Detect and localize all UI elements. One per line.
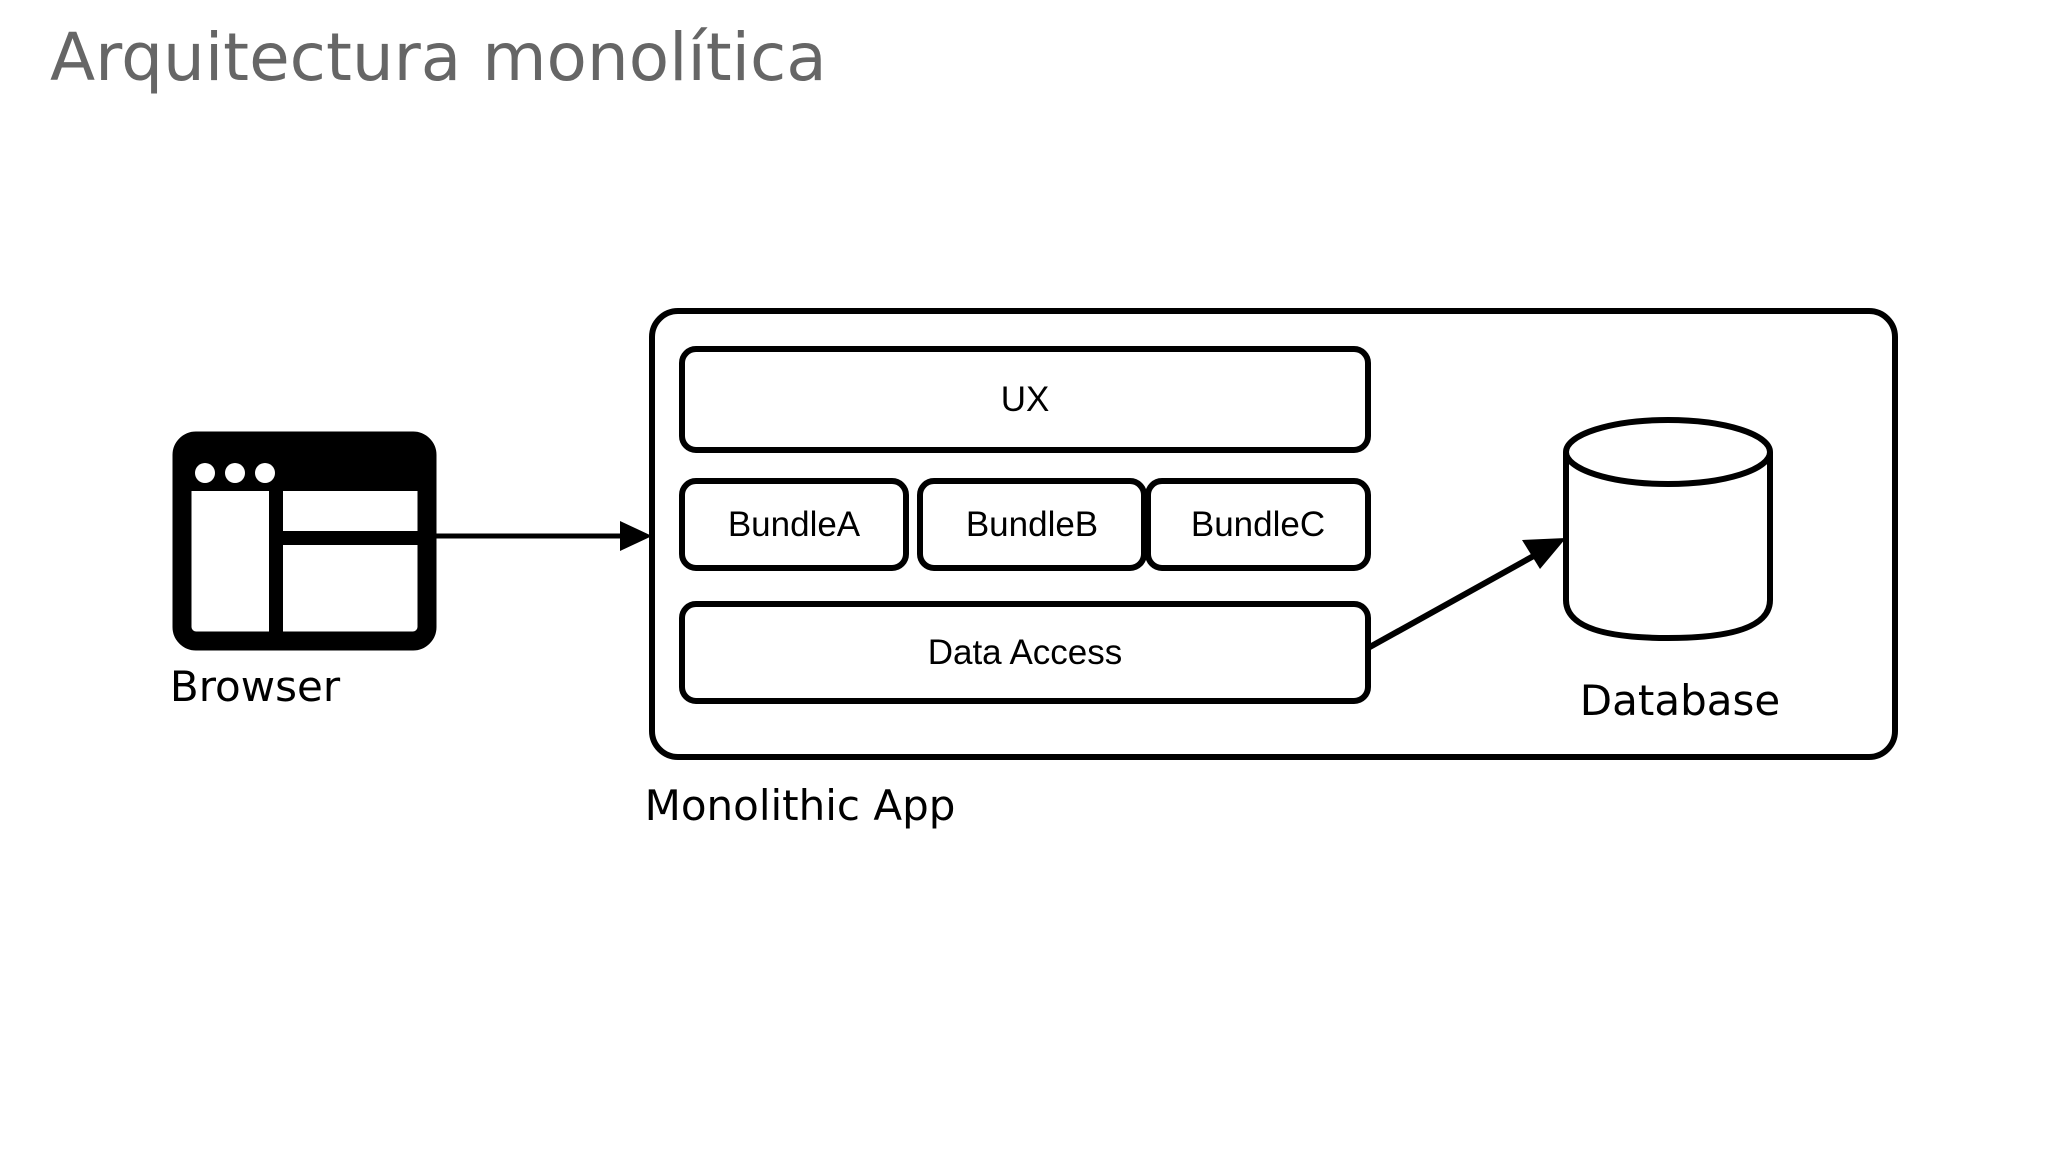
monolithic-app-container[interactable] <box>649 308 1898 760</box>
node-label-database: Database <box>1579 676 1781 725</box>
arrow-browser-to-app <box>430 521 652 551</box>
cylinder-icon[interactable] <box>1563 417 1773 642</box>
browser-dot-2 <box>225 463 245 483</box>
box-label-bundle-a: BundleA <box>727 505 861 544</box>
box-label-ux: UX <box>1000 380 1050 419</box>
arrow-head <box>620 521 652 551</box>
browser-dot-1 <box>195 463 215 483</box>
box-label-data-access: Data Access <box>927 633 1123 672</box>
node-label-browser: Browser <box>169 662 341 711</box>
arrow-head <box>1522 538 1566 569</box>
arrow-data-access-to-database <box>1366 538 1566 651</box>
browser-titlebar-fill <box>182 455 427 491</box>
box-ux[interactable] <box>679 346 1371 453</box>
box-data-access[interactable] <box>679 601 1371 704</box>
browser-window-icon <box>172 431 437 651</box>
cylinder-body <box>1563 452 1773 642</box>
box-bundle-a[interactable] <box>679 478 909 571</box>
box-label-bundle-c: BundleC <box>1190 505 1326 544</box>
browser-dot-3 <box>255 463 275 483</box>
arrow-shaft <box>1366 545 1550 651</box>
box-bundle-c[interactable] <box>1145 478 1371 571</box>
cylinder-top <box>1563 417 1773 487</box>
box-label-bundle-b: BundleB <box>965 505 1099 544</box>
box-bundle-b[interactable] <box>917 478 1147 571</box>
page-title: Arquitectura monolítica <box>50 19 827 96</box>
node-label-monolithic-app: Monolithic App <box>644 781 956 830</box>
